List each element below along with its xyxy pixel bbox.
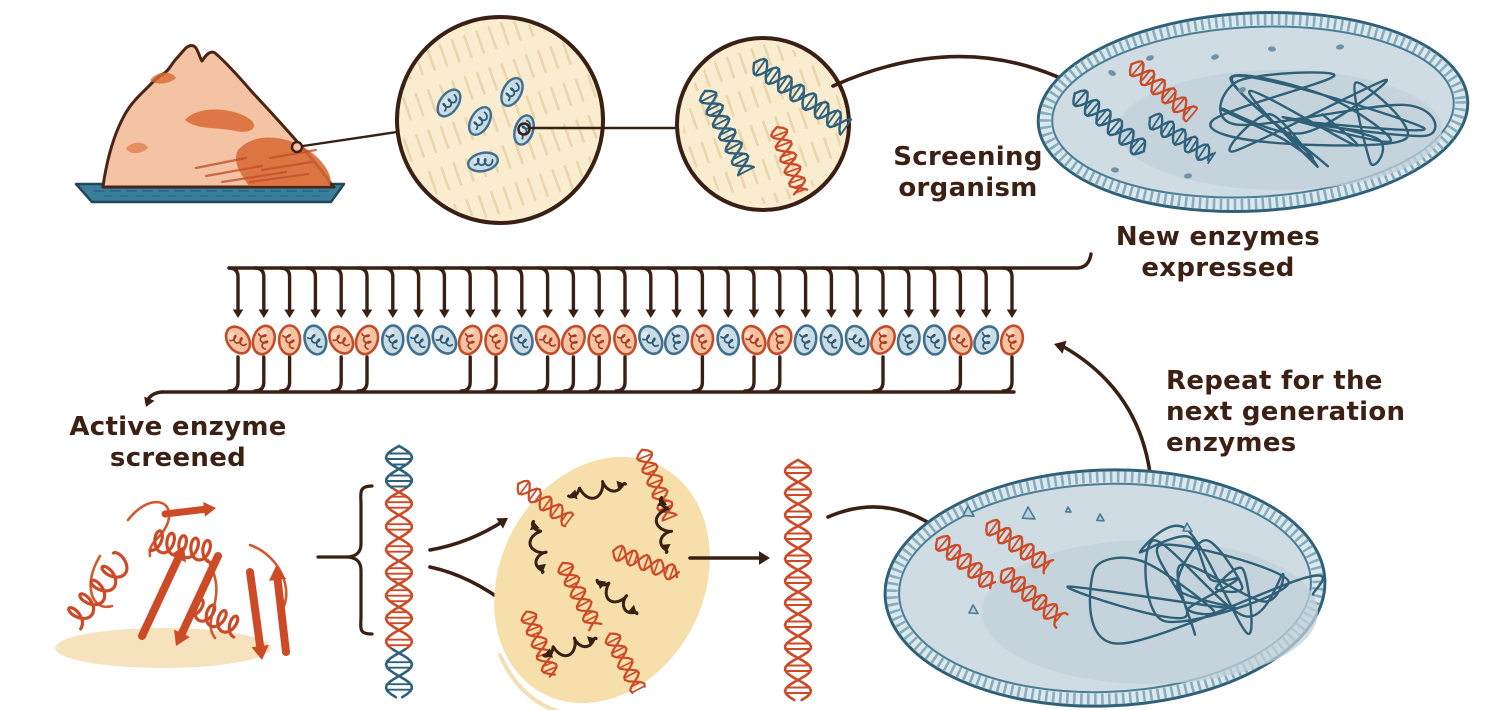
evolved-dna: [783, 458, 813, 702]
microbe-row: [224, 324, 1025, 356]
microbe-cell-orange: [870, 325, 896, 355]
microbe-cell-orange: [613, 324, 637, 356]
microbe: [436, 88, 462, 118]
dna-blue: [698, 89, 755, 177]
microbe-cell-blue: [819, 324, 844, 356]
dna-fragment: [557, 561, 603, 632]
dna-fragment: [636, 448, 678, 522]
microbe-cell-orange: [766, 324, 793, 356]
microbe-cell-orange: [484, 324, 508, 356]
dna-orange: [1128, 60, 1198, 123]
dna-blue: [1072, 89, 1147, 156]
next-generation-cell: [883, 468, 1327, 708]
dna-blue: [752, 57, 853, 136]
microbe-cell-blue: [973, 325, 1000, 355]
microbe-cell-blue: [380, 324, 405, 356]
microbe-cell-orange: [560, 324, 586, 356]
selection-bracket: [316, 484, 374, 636]
microbe-cell-blue: [431, 325, 458, 355]
distribution-rails: [144, 252, 1093, 407]
dna-fragment: [612, 544, 680, 581]
dna-blue: [1148, 112, 1216, 165]
dna-fragment: [604, 632, 646, 694]
evolved-dna-strand: [783, 458, 813, 702]
microbe-cell-orange: [328, 325, 355, 355]
microbe-cell-orange: [948, 324, 973, 356]
microbe-cell-blue: [638, 324, 664, 356]
microbe-cell-orange: [354, 324, 380, 356]
microbe-cell-orange: [457, 324, 483, 356]
microbe-cell-blue: [896, 324, 921, 356]
magnified-dna-circle: [675, 36, 853, 212]
repeat-cycle-arrow: [1054, 340, 1152, 475]
microbe-cell-blue: [303, 324, 328, 356]
mutation-recombination-pool: [494, 448, 710, 710]
dna-orange: [999, 566, 1069, 629]
arrow-to-result-dna: [688, 551, 770, 565]
active-enzyme-protein: [55, 500, 290, 668]
dna-orange: [985, 518, 1055, 575]
microbe-cell-orange: [741, 324, 767, 356]
microbe-cell-blue: [406, 324, 431, 356]
template-dna: [384, 444, 414, 699]
microbe-cell-blue: [922, 324, 947, 356]
microbe-cell-orange: [251, 324, 277, 356]
microbe-cell-blue: [716, 324, 741, 356]
magnified-microbes-circle: [395, 15, 681, 225]
microbe-cell-orange: [277, 324, 302, 356]
dna-fragment: [516, 479, 575, 528]
screening-organism-cell: [1036, 10, 1470, 214]
label-screening-organism: Screening organism: [893, 142, 1043, 203]
microbe-cell-blue: [844, 324, 870, 356]
microbe: [500, 76, 524, 108]
microbe: [467, 151, 499, 173]
template-dna-strand: [384, 444, 414, 699]
label-repeat-next-generation: Repeat for the next generation enzymes: [1166, 366, 1406, 458]
microbe-cell-blue: [793, 324, 818, 356]
microbe-cell-orange: [534, 325, 561, 355]
label-new-enzymes-expressed: New enzymes expressed: [1115, 222, 1321, 283]
dna-orange: [934, 534, 997, 590]
microbe: [467, 106, 493, 136]
microbe-cell-orange: [690, 324, 715, 356]
microbe-cell-blue: [663, 324, 690, 356]
microbe-cell-orange: [224, 325, 252, 355]
microbe-cell-orange: [587, 324, 612, 356]
microbe-cell-blue: [509, 324, 534, 356]
label-active-enzyme-screened: Active enzyme screened: [69, 412, 287, 473]
soil-sample: [74, 44, 399, 204]
microbe-cell-orange: [999, 324, 1025, 356]
dna-orange: [770, 125, 809, 196]
